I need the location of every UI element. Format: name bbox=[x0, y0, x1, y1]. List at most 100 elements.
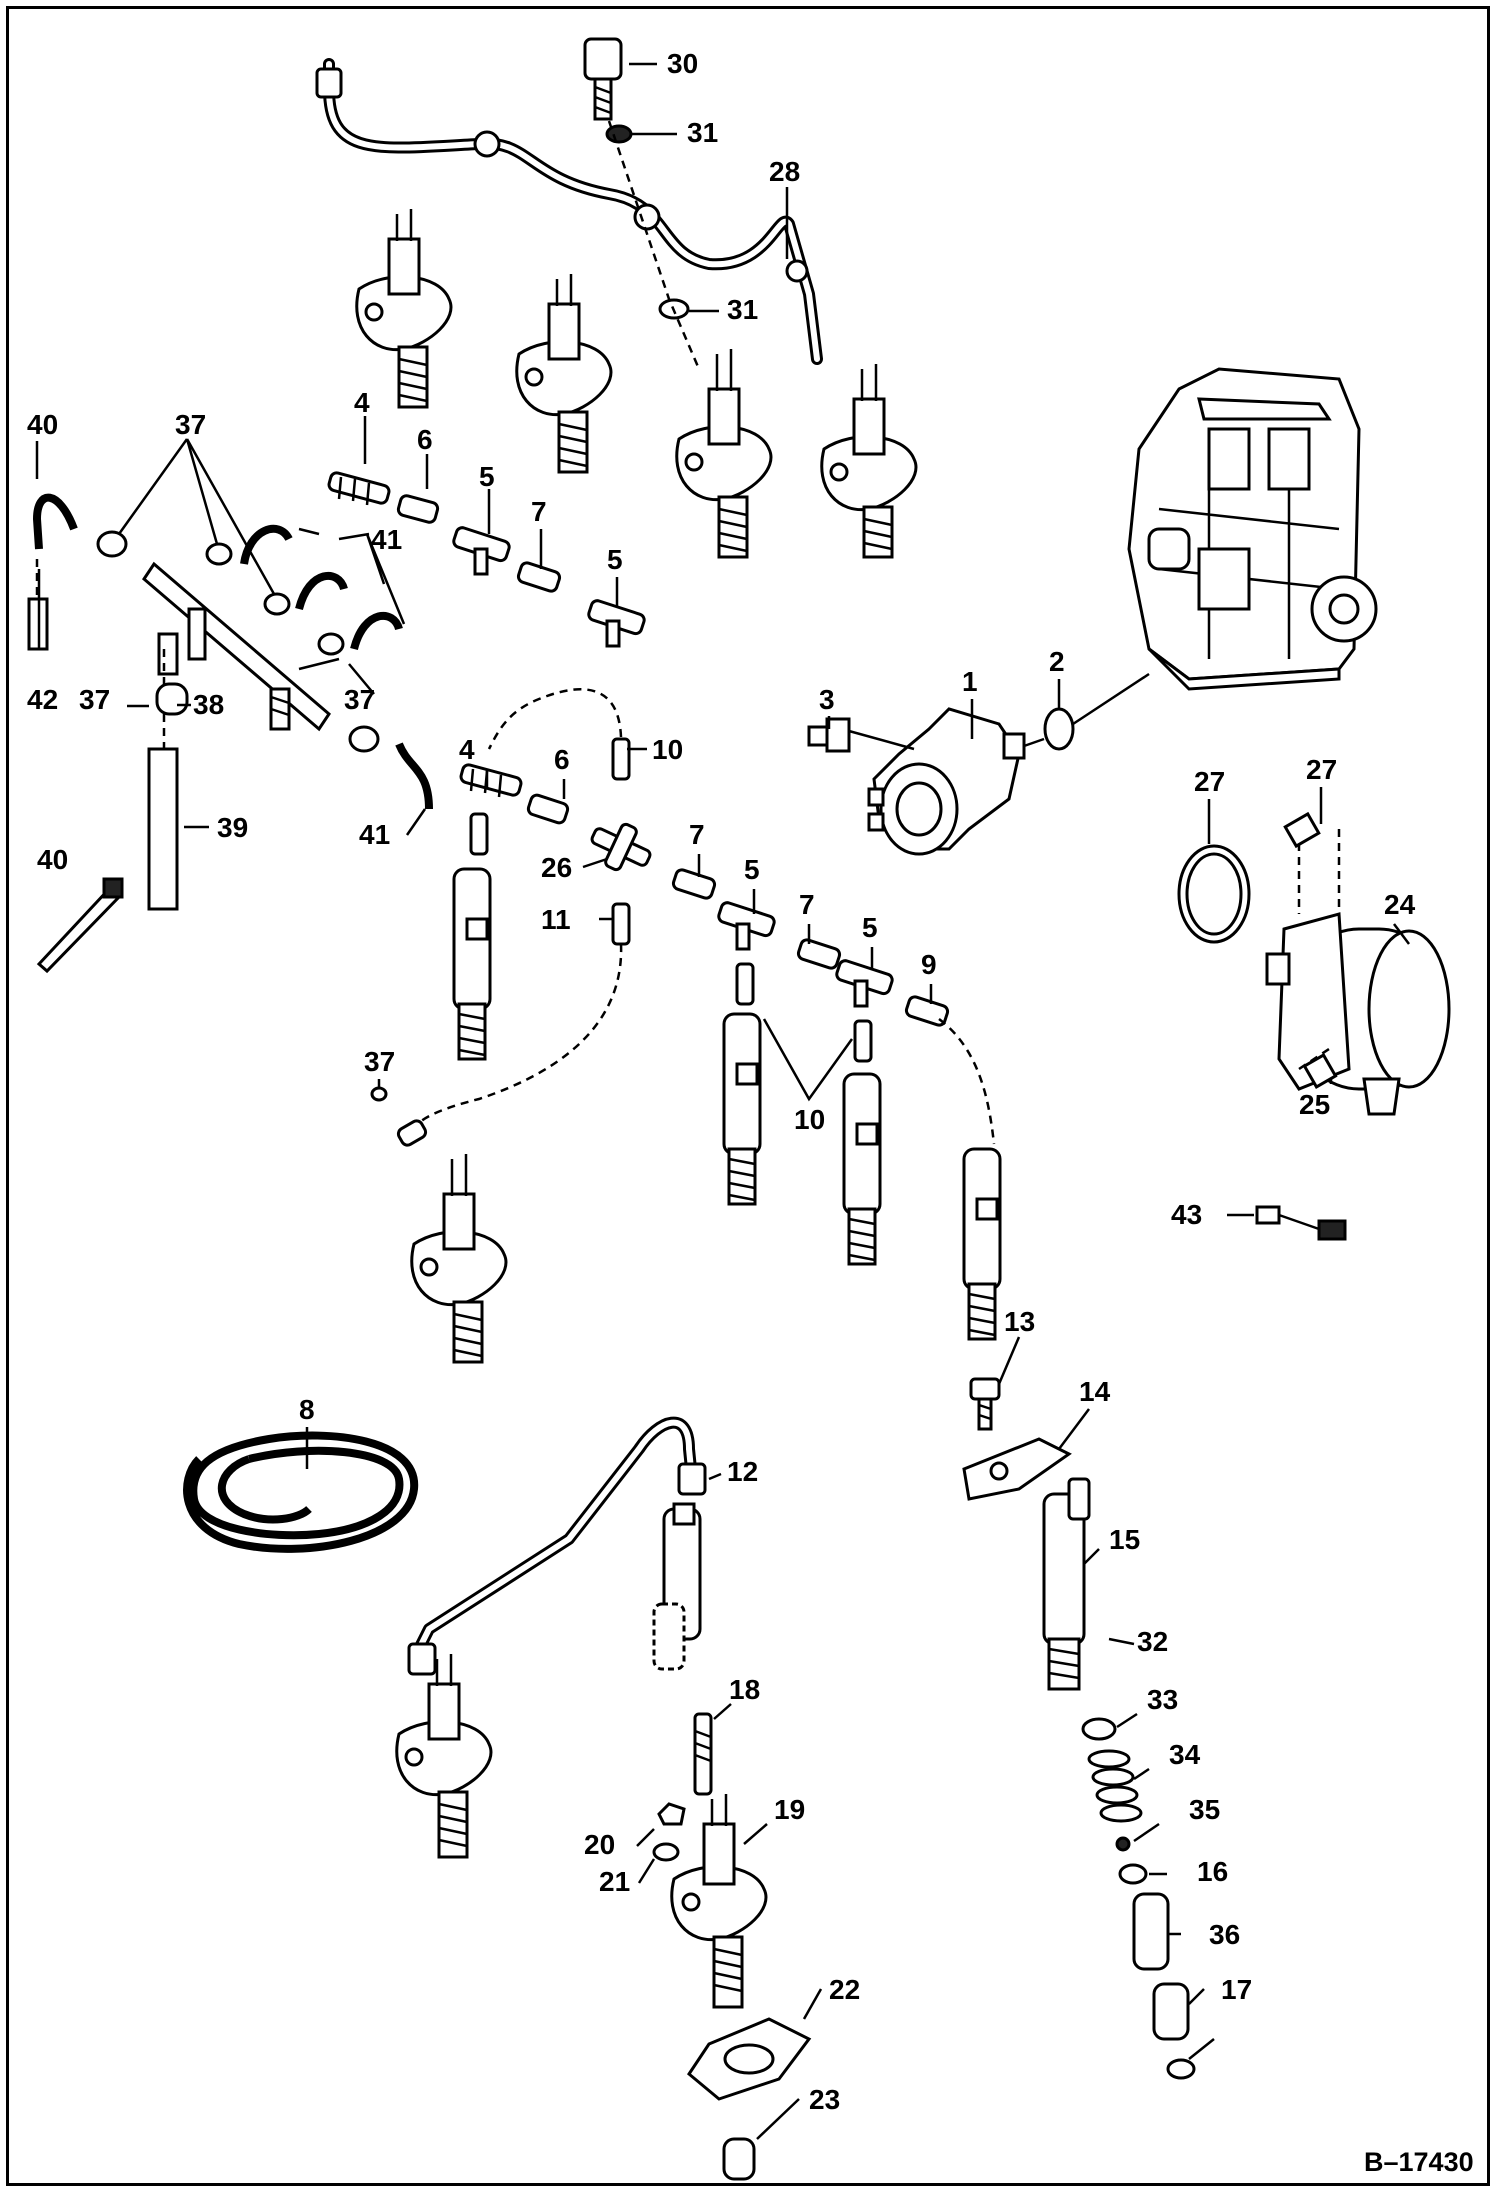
o-ring bbox=[1043, 707, 1075, 751]
callout-31: 31 bbox=[727, 294, 758, 325]
hose-clamp bbox=[263, 592, 291, 616]
callout-31: 31 bbox=[687, 117, 718, 148]
callout-2: 2 bbox=[1049, 646, 1065, 677]
fuel-feed-pump bbox=[867, 707, 1045, 856]
spring-seat bbox=[1115, 1836, 1131, 1852]
hollow-screw bbox=[327, 471, 391, 506]
hose-clamp bbox=[205, 542, 233, 566]
cable-tie bbox=[36, 877, 124, 974]
injection-pump bbox=[820, 364, 918, 559]
callout-10: 10 bbox=[652, 734, 683, 765]
callout-13: 13 bbox=[1004, 1306, 1035, 1337]
engine-block bbox=[1127, 367, 1378, 691]
callout-7: 7 bbox=[531, 496, 547, 527]
callout-37: 37 bbox=[175, 409, 206, 440]
hose-clamp bbox=[317, 632, 345, 656]
return-hose bbox=[395, 742, 433, 810]
callout-4: 4 bbox=[459, 734, 475, 765]
tee-fitting bbox=[835, 959, 894, 1008]
callout-5: 5 bbox=[479, 461, 495, 492]
injection-pump bbox=[675, 349, 773, 559]
injection-pump bbox=[395, 1654, 493, 1859]
nozzle-body bbox=[1132, 1892, 1170, 1971]
injection-pump bbox=[515, 274, 613, 474]
hose-sleeve bbox=[671, 868, 717, 900]
figure-reference: B–17430 bbox=[1364, 2147, 1474, 2177]
bleed-screw bbox=[1283, 811, 1321, 849]
drain-bolt bbox=[1298, 1047, 1338, 1089]
hose-clamp bbox=[155, 682, 189, 716]
callout-3: 3 bbox=[819, 684, 835, 715]
callout-41: 40 bbox=[27, 409, 58, 440]
return-hose bbox=[32, 493, 78, 550]
callout-43: 43 bbox=[1171, 1199, 1202, 1230]
hose-short bbox=[469, 812, 489, 856]
callout-18: 18 bbox=[729, 1674, 760, 1705]
fuel-injection-pipe bbox=[315, 58, 823, 365]
callout-25: 24 bbox=[1384, 889, 1416, 920]
callout-16: 16 bbox=[1197, 1856, 1228, 1887]
callout-9: 9 bbox=[921, 949, 937, 980]
callout-24: 26 bbox=[541, 852, 572, 883]
callout-28: 27 bbox=[1194, 766, 1225, 797]
injection-nozzle bbox=[722, 1012, 762, 1206]
callout-32: 32 bbox=[1137, 1626, 1168, 1657]
mounting-bolt bbox=[807, 717, 915, 753]
nozzle-spring bbox=[1087, 1749, 1143, 1823]
cross-fitting bbox=[590, 822, 652, 872]
callout-37: 37 bbox=[344, 684, 375, 715]
nozzle-clamp bbox=[962, 1437, 1072, 1501]
hose-sleeve bbox=[516, 561, 562, 593]
callout-35: 35 bbox=[1189, 1794, 1220, 1825]
callout-12: 12 bbox=[727, 1456, 758, 1487]
callout-4: 4 bbox=[354, 387, 370, 418]
hose-clamp bbox=[348, 725, 380, 753]
injection-pump bbox=[670, 1794, 768, 2009]
callout-7: 7 bbox=[799, 889, 815, 920]
tee-fitting bbox=[717, 901, 776, 951]
callout-36: 36 bbox=[1209, 1919, 1240, 1950]
callout-22: 22 bbox=[829, 1974, 860, 2005]
callout-11: 11 bbox=[541, 904, 571, 935]
return-hose bbox=[295, 571, 348, 611]
banjo-fitting bbox=[396, 1119, 428, 1147]
diagram-frame: 30 31 28 31 40 37 4 6 5 7 5 41 37 42 37 … bbox=[6, 6, 1490, 2186]
callout-21: 21 bbox=[599, 1866, 630, 1897]
callout-37: 37 bbox=[79, 684, 110, 715]
callout-5: 5 bbox=[607, 544, 623, 575]
seal-ring bbox=[1177, 844, 1251, 944]
hollow-screw bbox=[459, 763, 523, 798]
callout-10: 10 bbox=[794, 1104, 825, 1135]
pump-stud bbox=[693, 1712, 713, 1796]
callout-6: 6 bbox=[554, 744, 570, 775]
leader-lines bbox=[35, 62, 1410, 2140]
pump-gasket bbox=[687, 2017, 812, 2101]
washer bbox=[652, 1842, 680, 1862]
callout-20: 20 bbox=[584, 1829, 615, 1860]
hose-sleeve bbox=[526, 793, 570, 825]
shim bbox=[1081, 1717, 1117, 1741]
return-hose bbox=[240, 524, 293, 565]
hose-short bbox=[611, 737, 631, 781]
callout-26: 25 bbox=[1299, 1089, 1330, 1120]
fuel-hose-coil bbox=[183, 1431, 419, 1553]
callout-27: 27 bbox=[1306, 754, 1337, 785]
injection-pipe bbox=[407, 1416, 707, 1676]
callout-39: 39 bbox=[217, 812, 248, 843]
callout-23: 23 bbox=[809, 2084, 840, 2115]
callout-29: 28 bbox=[769, 156, 800, 187]
hose-short bbox=[735, 962, 755, 1006]
callout-41: 41 bbox=[371, 524, 402, 555]
clip bbox=[370, 1086, 388, 1102]
hex-nut bbox=[657, 1802, 686, 1826]
injection-nozzle bbox=[842, 1072, 882, 1266]
callout-7: 7 bbox=[689, 819, 705, 850]
injection-nozzle bbox=[962, 1147, 1002, 1341]
callout-labels: 30 31 28 31 40 37 4 6 5 7 5 41 37 42 37 … bbox=[27, 48, 1474, 2177]
nozzle-holder bbox=[1042, 1477, 1091, 1691]
callout-1: 1 bbox=[962, 666, 978, 697]
callout-34: 34 bbox=[1169, 1739, 1201, 1770]
callout-41: 41 bbox=[359, 819, 390, 850]
fuel-return-rail bbox=[142, 561, 331, 732]
callout-40: 40 bbox=[37, 844, 68, 875]
